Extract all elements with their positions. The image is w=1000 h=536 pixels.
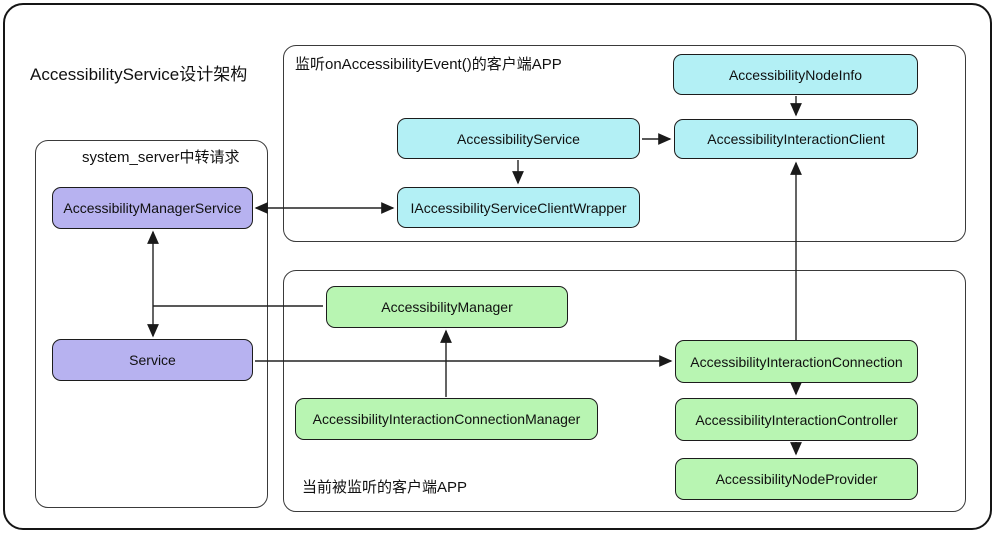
group-system-server-label: system_server中转请求 [82,149,240,166]
group-listener-app-label: 监听onAccessibilityEvent()的客户端APP [295,56,562,73]
node-accessibility-node-provider: AccessibilityNodeProvider [675,458,918,500]
node-iaccessibility-service-client-wrapper: IAccessibilityServiceClientWrapper [397,187,640,228]
node-accessibility-node-info: AccessibilityNodeInfo [673,54,918,95]
node-accessibility-manager: AccessibilityManager [326,286,568,328]
diagram-title: AccessibilityService设计架构 [30,65,248,84]
node-accessibility-manager-service: AccessibilityManagerService [52,187,253,229]
group-target-app [283,270,966,512]
node-accessibility-interaction-connection-manager: AccessibilityInteractionConnectionManage… [295,398,598,440]
node-accessibility-interaction-client: AccessibilityInteractionClient [674,119,918,159]
group-target-app-label: 当前被监听的客户端APP [302,479,468,496]
group-system-server [35,140,268,508]
outer-border [3,3,992,530]
node-accessibility-interaction-connection: AccessibilityInteractionConnection [675,340,918,383]
node-accessibility-service: AccessibilityService [397,118,640,159]
node-accessibility-interaction-controller: AccessibilityInteractionController [675,398,918,441]
group-listener-app [283,45,966,242]
node-service: Service [52,339,253,381]
